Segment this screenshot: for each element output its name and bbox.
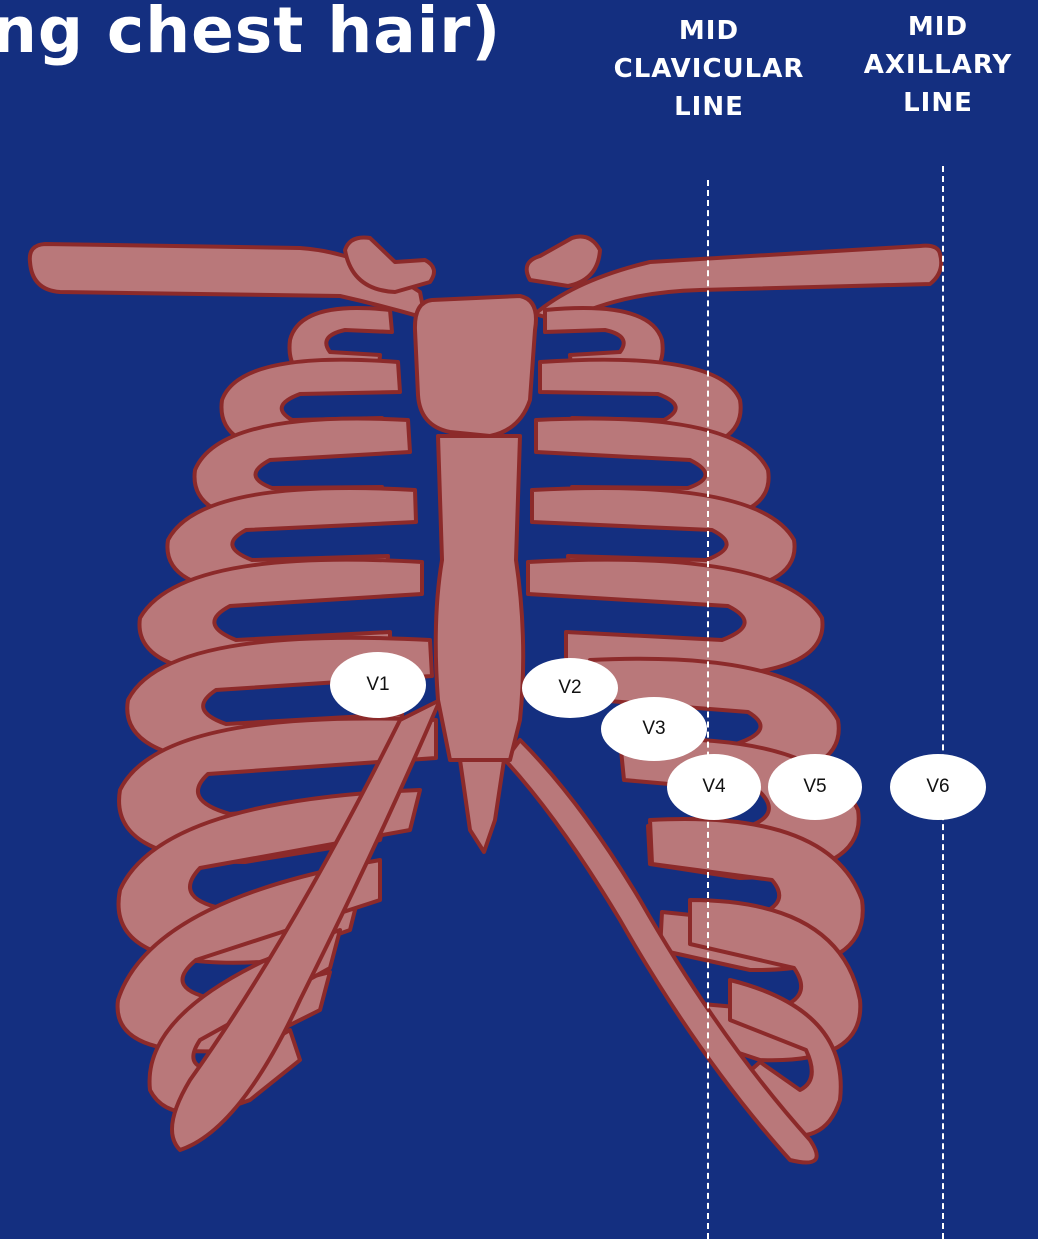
mid-clavicular-line [707, 180, 709, 1239]
electrode-v3-label: V3 [642, 718, 665, 740]
manubrium [415, 296, 536, 436]
right-coracoid [527, 237, 600, 287]
electrode-v1-label: V1 [366, 674, 389, 696]
electrode-v6: V6 [890, 754, 986, 820]
electrode-v2: V2 [522, 658, 618, 718]
electrode-v4: V4 [667, 754, 761, 820]
electrode-v4-label: V4 [702, 776, 725, 798]
electrode-v2-label: V2 [558, 677, 581, 699]
electrode-v3: V3 [601, 697, 707, 761]
electrode-v5: V5 [768, 754, 862, 820]
electrode-v6-label: V6 [926, 776, 949, 798]
electrode-v5-label: V5 [803, 776, 826, 798]
xiphoid [460, 760, 504, 852]
electrode-v1: V1 [330, 652, 426, 718]
mid-axillary-line [942, 166, 944, 1239]
sternum-body [436, 436, 523, 760]
